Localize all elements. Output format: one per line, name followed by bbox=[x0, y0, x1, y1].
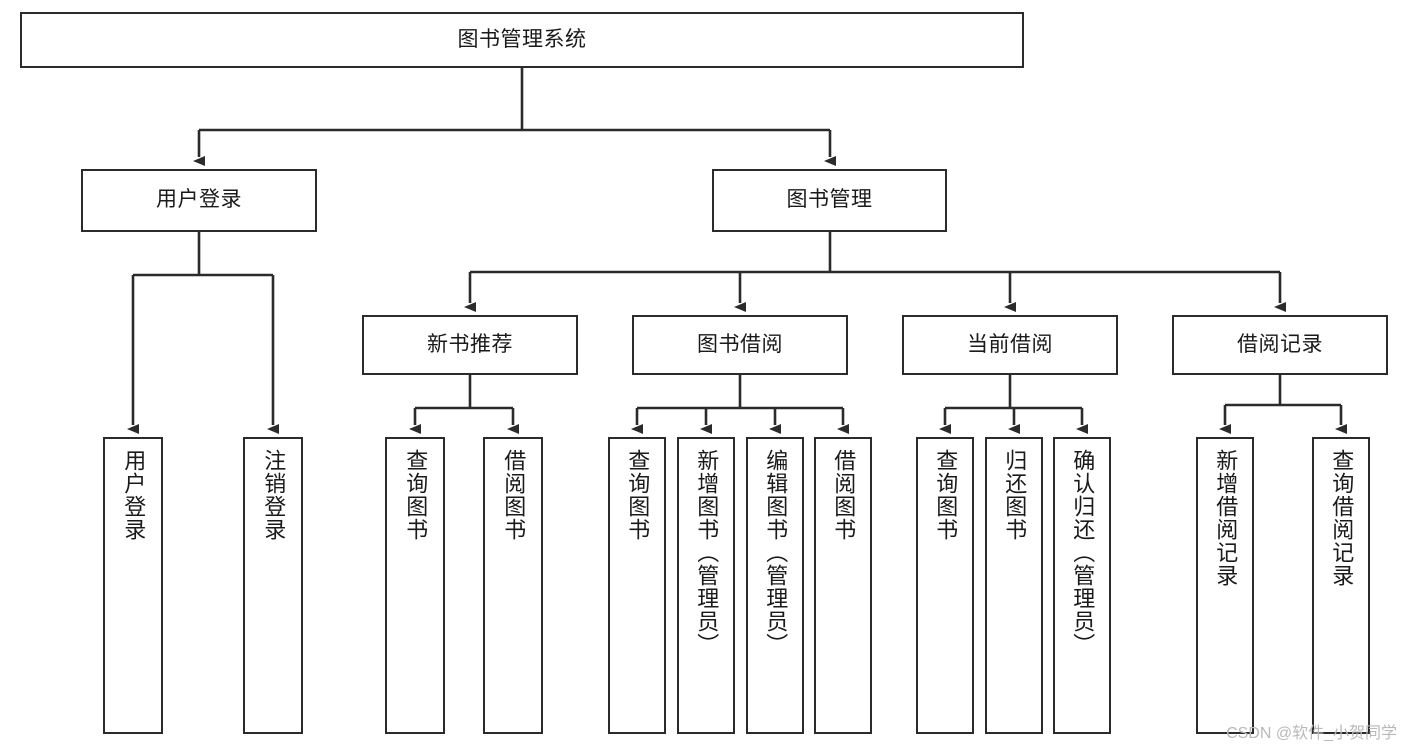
leaf-borrow-book-2[interactable]: 借阅图书 bbox=[814, 437, 872, 734]
node-new-book-recommend-label: 新书推荐 bbox=[427, 332, 513, 356]
leaf-logout[interactable]: 注销登录 bbox=[243, 437, 303, 734]
leaf-add-book[interactable]: 新增图书（管理员） bbox=[677, 437, 735, 734]
node-root[interactable]: 图书管理系统 bbox=[20, 12, 1024, 68]
leaf-query-book-3-label: 查询图书 bbox=[933, 449, 959, 541]
node-borrow-record[interactable]: 借阅记录 bbox=[1172, 315, 1388, 375]
leaf-query-book-2-label: 查询图书 bbox=[625, 449, 651, 541]
leaf-query-book-1-label: 查询图书 bbox=[403, 449, 429, 541]
node-user-login-label: 用户登录 bbox=[156, 188, 242, 212]
leaf-add-record[interactable]: 新增借阅记录 bbox=[1196, 437, 1254, 734]
leaf-confirm-return-label: 确认归还（管理员） bbox=[1070, 449, 1096, 656]
node-book-borrow[interactable]: 图书借阅 bbox=[632, 315, 848, 375]
leaf-return-book[interactable]: 归还图书 bbox=[985, 437, 1043, 734]
leaf-user-login[interactable]: 用户登录 bbox=[103, 437, 163, 734]
node-new-book-recommend[interactable]: 新书推荐 bbox=[362, 315, 578, 375]
node-user-login[interactable]: 用户登录 bbox=[81, 169, 317, 232]
leaf-return-book-label: 归还图书 bbox=[1002, 449, 1028, 541]
leaf-query-record-label: 查询借阅记录 bbox=[1329, 449, 1355, 587]
node-current-borrow[interactable]: 当前借阅 bbox=[902, 315, 1118, 375]
leaf-edit-book[interactable]: 编辑图书（管理员） bbox=[746, 437, 804, 734]
node-book-manage[interactable]: 图书管理 bbox=[712, 169, 947, 232]
node-current-borrow-label: 当前借阅 bbox=[967, 332, 1053, 356]
leaf-add-book-label: 新增图书（管理员） bbox=[694, 449, 720, 656]
leaf-logout-label: 注销登录 bbox=[261, 449, 287, 541]
leaf-borrow-book-2-label: 借阅图书 bbox=[831, 449, 857, 541]
leaf-query-record[interactable]: 查询借阅记录 bbox=[1312, 437, 1370, 734]
node-book-manage-label: 图书管理 bbox=[786, 188, 873, 212]
leaf-borrow-book-1[interactable]: 借阅图书 bbox=[483, 437, 543, 734]
leaf-add-record-label: 新增借阅记录 bbox=[1213, 449, 1239, 587]
node-root-label: 图书管理系统 bbox=[457, 27, 587, 51]
node-book-borrow-label: 图书借阅 bbox=[697, 332, 783, 356]
leaf-confirm-return[interactable]: 确认归还（管理员） bbox=[1053, 437, 1111, 734]
leaf-edit-book-label: 编辑图书（管理员） bbox=[763, 449, 789, 656]
leaf-borrow-book-1-label: 借阅图书 bbox=[501, 449, 527, 541]
leaf-query-book-3[interactable]: 查询图书 bbox=[916, 437, 974, 734]
node-borrow-record-label: 借阅记录 bbox=[1237, 332, 1323, 356]
leaf-user-login-label: 用户登录 bbox=[121, 449, 147, 541]
watermark: CSDN @软件_小贺同学 bbox=[1226, 725, 1397, 742]
leaf-query-book-1[interactable]: 查询图书 bbox=[385, 437, 445, 734]
leaf-query-book-2[interactable]: 查询图书 bbox=[608, 437, 666, 734]
